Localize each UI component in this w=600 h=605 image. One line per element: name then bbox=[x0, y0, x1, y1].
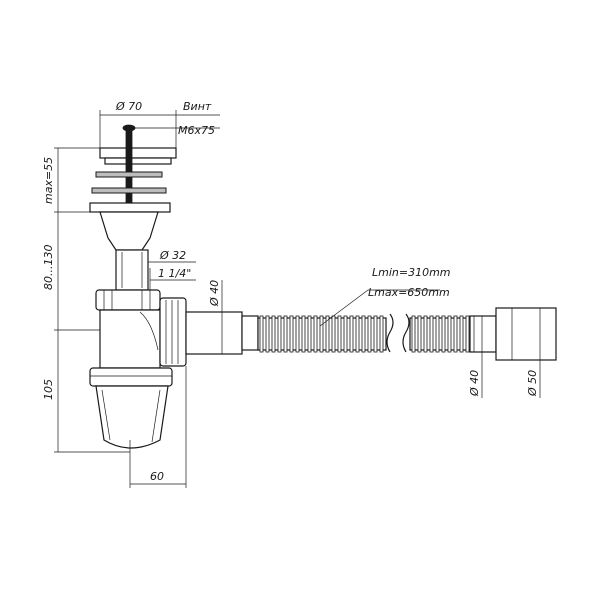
dim-cap-diameter: Ø 70 Винт M6x75 bbox=[99, 100, 220, 148]
hose-max-label: Lmax=650mm bbox=[368, 286, 450, 299]
gasket-1 bbox=[95, 171, 163, 178]
hose-rib bbox=[301, 315, 306, 353]
hose-rib bbox=[349, 315, 354, 353]
hose-rib bbox=[361, 315, 366, 353]
thread-label: 1 1/4" bbox=[158, 267, 191, 280]
hose-rib bbox=[307, 315, 312, 353]
strainer-cap bbox=[99, 147, 177, 159]
dim-body-height: 105 bbox=[42, 330, 130, 453]
screw-label: Винт bbox=[183, 100, 212, 113]
dim-hose-length: Lmin=310mm Lmax=650mm bbox=[319, 266, 451, 327]
hose-rib bbox=[259, 315, 264, 353]
outlet-coupler bbox=[241, 315, 259, 351]
hose-rib bbox=[271, 315, 276, 353]
outlet-pipe-body bbox=[185, 311, 243, 355]
hose-rib bbox=[331, 315, 336, 353]
dim-height-range: 80...130 bbox=[42, 212, 100, 331]
screw bbox=[125, 125, 133, 215]
hose-rib bbox=[319, 315, 324, 353]
trap-rib bbox=[89, 367, 173, 387]
height-range-label: 80...130 bbox=[42, 245, 55, 290]
outlet-pipe bbox=[185, 311, 259, 355]
outlet-nut bbox=[159, 297, 187, 367]
dim-tail-diameter: Ø 32 1 1/4" bbox=[148, 249, 196, 290]
adapter-diameter-label: Ø 50 bbox=[526, 370, 539, 397]
hose-rib bbox=[313, 315, 318, 353]
hose-rib bbox=[459, 315, 464, 353]
tail-pipe bbox=[115, 249, 149, 291]
hose-rib bbox=[343, 315, 348, 353]
hose-rib bbox=[289, 315, 294, 353]
adapter-50 bbox=[495, 307, 557, 361]
hose-rib bbox=[453, 315, 458, 353]
hose-rib bbox=[423, 315, 428, 353]
strainer-assembly bbox=[89, 124, 177, 291]
hose-rib bbox=[373, 315, 378, 353]
hose-rib bbox=[379, 315, 384, 353]
body-width-label: 60 bbox=[150, 470, 164, 483]
dim-adapter-diameter: Ø 50 bbox=[526, 308, 541, 398]
corrugated-hose-right bbox=[409, 315, 497, 353]
hose-rib bbox=[325, 315, 330, 353]
drain-funnel bbox=[99, 211, 159, 251]
hose-rib bbox=[337, 315, 342, 353]
outlet-diameter-label: Ø 40 bbox=[208, 280, 221, 307]
dim-hose-end-diameter: Ø 40 bbox=[468, 316, 486, 398]
trap-body bbox=[89, 289, 187, 449]
drain-flange bbox=[89, 202, 171, 213]
hose-rib bbox=[265, 315, 270, 353]
hose-rib bbox=[465, 315, 470, 353]
hose-rib bbox=[277, 315, 282, 353]
hose-rib bbox=[295, 315, 300, 353]
break-mark-left bbox=[386, 313, 394, 353]
hose-min-label: Lmin=310mm bbox=[372, 266, 451, 279]
hose-rib bbox=[417, 315, 422, 353]
strainer-cap-lip bbox=[104, 157, 172, 165]
dim-body-width: 60 bbox=[129, 366, 187, 488]
hose-rib bbox=[435, 315, 440, 353]
body-height-label: 105 bbox=[42, 379, 55, 400]
union-nut bbox=[95, 289, 161, 311]
trap-upper bbox=[99, 309, 161, 369]
tail-diameter-label: Ø 32 bbox=[159, 249, 186, 262]
dim-max-height: max=55 bbox=[42, 147, 100, 213]
hose-rib bbox=[355, 315, 360, 353]
hose-rib bbox=[367, 315, 372, 353]
hose-rib bbox=[283, 315, 288, 353]
hose-rib bbox=[447, 315, 452, 353]
max-height-label: max=55 bbox=[42, 157, 55, 204]
trap-cup bbox=[95, 385, 169, 449]
hose-rib bbox=[411, 315, 416, 353]
break-mark-right bbox=[402, 313, 410, 353]
hose-rib bbox=[441, 315, 446, 353]
dim-outlet-diameter: Ø 40 bbox=[186, 280, 226, 355]
screw-head bbox=[122, 124, 136, 132]
screw-size-label: M6x75 bbox=[178, 124, 215, 137]
corrugated-hose-left bbox=[257, 315, 387, 353]
hose-end-diameter-label: Ø 40 bbox=[468, 370, 481, 397]
hose-rib bbox=[429, 315, 434, 353]
cap-diameter-label: Ø 70 bbox=[115, 100, 142, 113]
gasket-2 bbox=[91, 187, 167, 194]
